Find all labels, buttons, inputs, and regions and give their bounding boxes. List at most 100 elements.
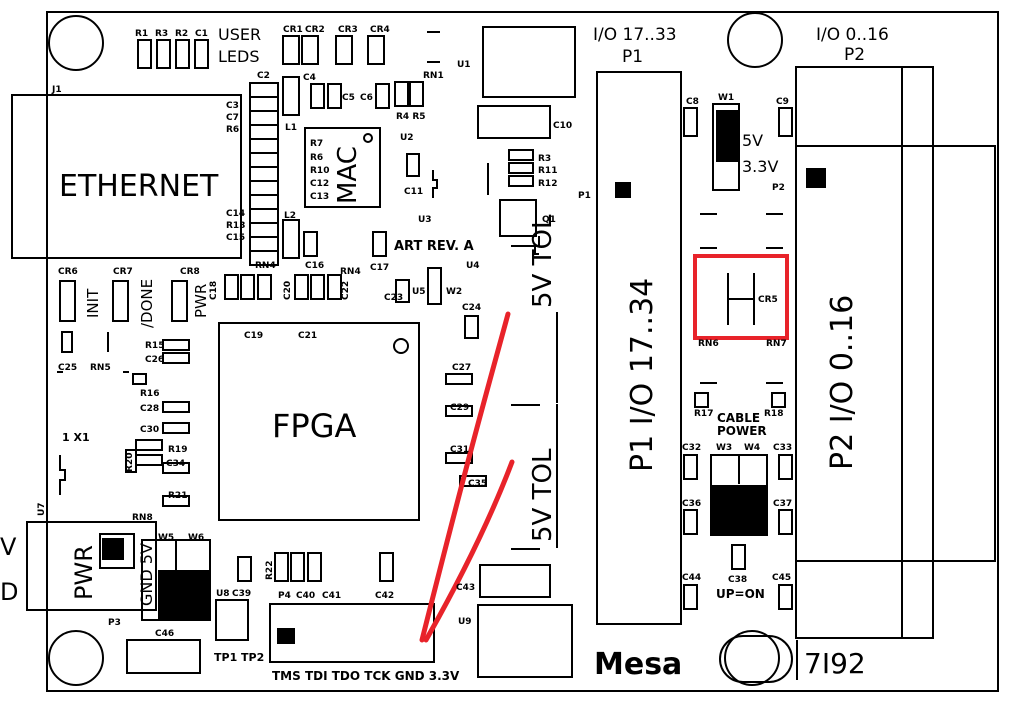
tol-label-b: 5V TOL: [528, 448, 558, 542]
ref-designator-c31: C31: [450, 445, 469, 455]
ref-designator-l1: L1: [285, 123, 297, 133]
w1-5v-label: 5V: [742, 131, 763, 150]
ref-designator-c9: C9: [776, 97, 789, 107]
ref-designator-c46: C46: [155, 629, 174, 639]
fpga-label: FPGA: [272, 407, 357, 445]
mounting-hole-br: [724, 630, 780, 686]
ref-designator-cr1: CR1: [283, 25, 303, 35]
ref-designator-cr7: CR7: [113, 267, 133, 277]
ref-designator-r20: R20: [125, 453, 135, 472]
p1-header-label: I/O 17..33: [593, 25, 677, 45]
ref-designator-r19: R19: [168, 445, 187, 455]
ethernet-label: ETHERNET: [59, 169, 219, 204]
jtag-label: TMS TDI TDO TCK GND 3.3V: [272, 669, 460, 683]
mac-label: MAC: [333, 146, 363, 204]
ref-designator-c21: C21: [298, 331, 317, 341]
ref-designator-c10: C10: [553, 121, 572, 131]
ref-designator-u3: U3: [418, 215, 432, 225]
ref-designator-c11: C11: [404, 187, 423, 197]
ref-designator-rn5: RN5: [90, 363, 111, 373]
p2-vertical-label: P2 I/O 0..16: [825, 295, 860, 470]
ref-designator-u2: U2: [400, 133, 414, 143]
p1-connector: [596, 71, 682, 625]
ref-designator-c2: C2: [257, 71, 270, 81]
model-number: 7I92: [804, 647, 866, 680]
ref-designator-r2: R2: [175, 29, 188, 39]
art-rev-label: ART REV. A: [394, 239, 474, 254]
done-label: /DONE: [138, 279, 156, 328]
ref-designator-cr5: CR5: [758, 295, 778, 305]
highlight-line-1: [419, 311, 511, 643]
ref-designator-c41: C41: [322, 591, 341, 601]
ref-designator-r3: R3: [155, 29, 168, 39]
ref-designator-c24: C24: [462, 303, 481, 313]
ref-designator-c36: C36: [682, 499, 701, 509]
ref-designator-c8: C8: [686, 97, 699, 107]
p2-header-label: I/O 0..16: [816, 25, 889, 45]
ref-designator-c37: C37: [773, 499, 792, 509]
jtag-header: [269, 603, 435, 663]
ref-designator-c17: C17: [370, 263, 389, 273]
board-outline: [46, 11, 999, 692]
w1-33v-label: 3.3V: [742, 157, 778, 176]
ref-designator-r16: R16: [140, 389, 159, 399]
ref-designator-c32: C32: [682, 443, 701, 453]
ref-designator-r4r5: R4 R5: [396, 112, 426, 122]
ref-designator-r3b: R3: [538, 154, 551, 164]
p2-connector: [795, 66, 934, 639]
pwr-connector-label: PWR: [70, 545, 98, 600]
ref-designator-c19: C19: [244, 331, 263, 341]
ref-designator-c1: C1: [195, 29, 208, 39]
ref-designator-c35: C35: [468, 479, 487, 489]
ref-designator-u5: U5: [412, 287, 426, 297]
ref-designator-c18: C18: [209, 281, 219, 300]
ref-designator-c23: C23: [384, 293, 403, 303]
ref-designator-r22: R22: [265, 561, 275, 580]
mesa-logo: Mesa: [594, 647, 682, 682]
ref-designator-c13: C13: [310, 192, 329, 202]
ref-designator-c7: C7: [226, 113, 239, 123]
ref-designator-u9: U9: [458, 617, 472, 627]
ref-designator-c39: C39: [232, 589, 251, 599]
ref-designator-c5: C5: [342, 93, 355, 103]
ref-designator-c25: C25: [58, 363, 77, 373]
ref-designator-cr4: CR4: [370, 25, 390, 35]
highlight-box: [693, 254, 789, 340]
ref-designator-r1: R1: [135, 29, 148, 39]
ref-designator-w5: W5: [158, 533, 174, 543]
ref-designator-rn7: RN7: [766, 339, 787, 349]
ref-designator-r15: R15: [145, 341, 164, 351]
ref-designator-c33: C33: [773, 443, 792, 453]
ref-designator-c44: C44: [682, 573, 701, 583]
init-label: INIT: [84, 288, 102, 318]
ref-designator-c14: C14: [226, 209, 245, 219]
ref-designator-c3: C3: [226, 101, 239, 111]
ref-designator-u7: U7: [37, 502, 47, 516]
user-leds-label-2: LEDS: [218, 47, 260, 66]
up-on-label: UP=ON: [716, 587, 765, 601]
ref-designator-u4: U4: [466, 261, 480, 271]
ref-designator-rn1: RN1: [423, 71, 444, 81]
ref-designator-u8: U8: [216, 589, 230, 599]
ref-designator-rn4b: RN4: [340, 267, 361, 277]
ref-designator-p2: P2: [772, 183, 785, 193]
power-label: POWER: [717, 424, 767, 438]
ref-designator-l2: L2: [284, 211, 296, 221]
x1-label: 1 X1: [62, 431, 90, 444]
ref-designator-c15: C15: [226, 233, 245, 243]
ref-designator-c34: C34: [166, 459, 185, 469]
ref-designator-c29: C29: [450, 403, 469, 413]
power-connector: [26, 521, 157, 611]
ref-designator-c6: C6: [360, 93, 373, 103]
highlight-line-2: [423, 459, 515, 643]
ethernet-jack: [11, 94, 242, 259]
model-circle: [719, 635, 793, 683]
cable-label: CABLE: [717, 411, 760, 425]
ref-designator-p4: P4: [278, 591, 291, 601]
ref-designator-c27: C27: [452, 363, 471, 373]
tp-label: TP1 TP2: [214, 651, 264, 664]
mounting-hole-tr: [727, 12, 783, 68]
p2-dsub-body: [795, 145, 996, 562]
ref-designator-cr2: CR2: [305, 25, 325, 35]
